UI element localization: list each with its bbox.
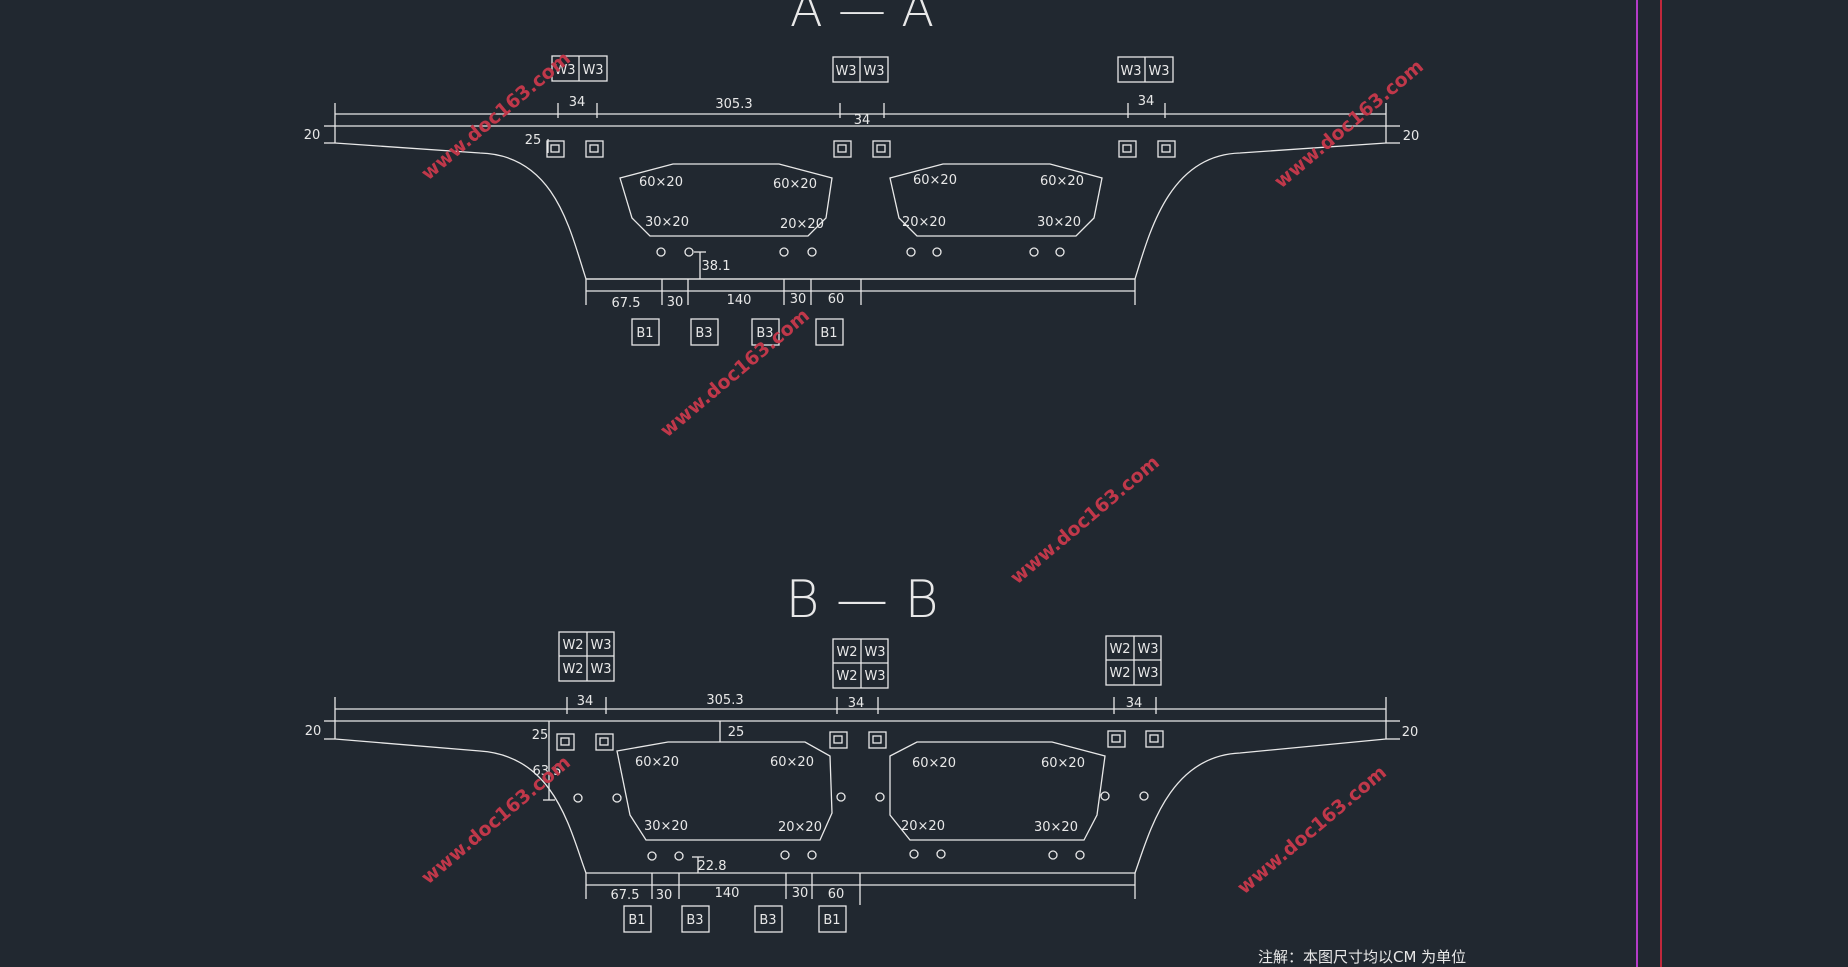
aa-w-label: W3	[835, 64, 856, 79]
bb-w-label: W2	[836, 669, 857, 684]
bb-w-label: W3	[864, 645, 885, 660]
watermark-text: www.doc163.com	[1270, 55, 1428, 192]
aa-b-label: B1	[820, 326, 837, 341]
aa-chamfer: 60×20	[773, 177, 817, 192]
aa-chamfer: 60×20	[913, 173, 957, 188]
aa-dim-25: 25	[525, 133, 542, 148]
aa-dim-bottom: 30	[790, 292, 807, 307]
bb-dim-bottom: 30	[792, 886, 809, 901]
watermark-text: www.doc163.com	[1006, 451, 1164, 588]
bb-b-label: B3	[759, 913, 776, 928]
bb-chamfer: 60×20	[635, 755, 679, 770]
aa-chamfer: 60×20	[1040, 174, 1084, 189]
bb-chamfer: 30×20	[644, 819, 688, 834]
bb-chamfer: 20×20	[901, 819, 945, 834]
aa-dim-top: 305.3	[715, 97, 752, 112]
aa-w-label: W3	[554, 63, 575, 78]
section-aa-title: A — A	[790, 0, 934, 38]
bb-dim-bottom: 67.5	[611, 888, 640, 903]
section-bb: B — B	[324, 570, 1400, 933]
aa-b-label: B1	[636, 326, 653, 341]
bb-dim-25b: 25	[728, 725, 745, 740]
aa-dim-side-right: 20	[1403, 129, 1420, 144]
watermark-text: www.doc163.com	[417, 47, 575, 184]
aa-chamfer: 30×20	[1037, 215, 1081, 230]
bb-dim-side-right: 20	[1402, 725, 1419, 740]
bb-w-label: W3	[864, 669, 885, 684]
aa-dim-381: 38.1	[702, 259, 731, 274]
aa-dim-top: 34	[854, 113, 871, 128]
aa-dim-top: 34	[1138, 94, 1155, 109]
aa-dim-bottom: 67.5	[612, 296, 641, 311]
bb-chamfer: 60×20	[1041, 756, 1085, 771]
bb-w-label: W2	[836, 645, 857, 660]
aa-chamfer: 20×20	[902, 215, 946, 230]
bb-w-label: W2	[1109, 666, 1130, 681]
bb-dim-top: 34	[577, 694, 594, 709]
aa-b-label: B3	[756, 326, 773, 341]
watermark-text: www.doc163.com	[656, 304, 814, 441]
aa-dim-bottom: 140	[727, 293, 752, 308]
bb-b-label: B1	[823, 913, 840, 928]
bb-w-label: W2	[562, 638, 583, 653]
bb-dim-top: 34	[848, 696, 865, 711]
bb-w-label: W3	[590, 638, 611, 653]
section-aa-labels: W3 W3 W3 W3 W3 W3 34 305.3 34 34 20 20 2…	[304, 63, 1420, 341]
aa-dim-bottom: 30	[667, 295, 684, 310]
watermark-text: www.doc163.com	[417, 751, 575, 888]
bb-dim-bottom: 60	[828, 887, 845, 902]
aa-b-label: B3	[695, 326, 712, 341]
units-note: 注解：本图尺寸均以CM 为单位	[1258, 948, 1466, 966]
bb-w-label: W3	[1137, 666, 1158, 681]
aa-chamfer: 60×20	[639, 175, 683, 190]
bb-chamfer: 60×20	[770, 755, 814, 770]
bb-dim-635: 63.5	[533, 764, 562, 779]
bb-dim-top: 34	[1126, 696, 1143, 711]
bb-dim-top: 305.3	[706, 693, 743, 708]
aa-dim-top: 34	[569, 95, 586, 110]
bb-b-label: B1	[628, 913, 645, 928]
aa-w-label: W3	[582, 63, 603, 78]
aa-w-label: W3	[1120, 64, 1141, 79]
bb-w-label: W3	[1137, 642, 1158, 657]
aa-w-label: W3	[1148, 64, 1169, 79]
bb-dim-bottom: 30	[656, 888, 673, 903]
aa-dim-side-left: 20	[304, 128, 321, 143]
aa-chamfer: 20×20	[780, 217, 824, 232]
bb-w-label: W3	[590, 662, 611, 677]
aa-dim-bottom: 60	[828, 292, 845, 307]
aa-w-label: W3	[863, 64, 884, 79]
aa-chamfer: 30×20	[645, 215, 689, 230]
bb-w-label: W2	[1109, 642, 1130, 657]
bb-b-label: B3	[686, 913, 703, 928]
bb-dim-25a: 25	[532, 728, 549, 743]
section-bb-title: B — B	[785, 570, 938, 630]
bb-w-label: W2	[562, 662, 583, 677]
watermark-text: www.doc163.com	[1233, 761, 1391, 898]
bb-chamfer: 20×20	[778, 820, 822, 835]
bb-dim-side-left: 20	[305, 724, 322, 739]
section-aa: A — A	[324, 0, 1400, 346]
section-bb-labels: W2 W3 W2 W3 W2 W3 W2 W3 W2 W3 W2 W3 34 3…	[305, 638, 1419, 928]
bb-dim-228: 22.8	[698, 859, 727, 874]
bb-chamfer: 60×20	[912, 756, 956, 771]
bb-dim-bottom: 140	[715, 886, 740, 901]
bb-chamfer: 30×20	[1034, 820, 1078, 835]
